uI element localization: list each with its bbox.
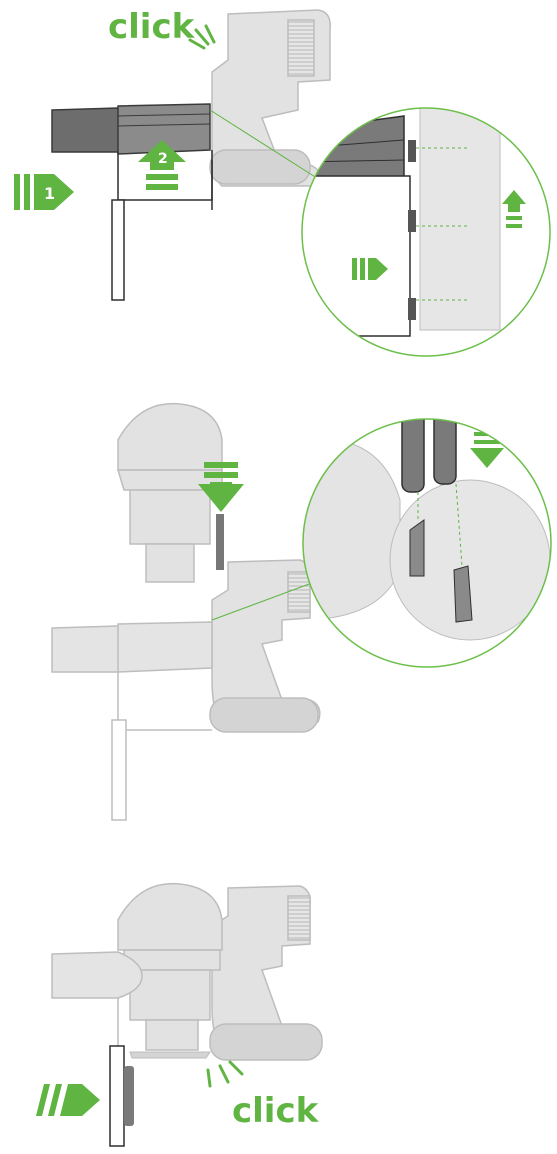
release-rod <box>216 514 224 570</box>
wand-2 <box>51 621 213 673</box>
step-badge-2: 2 <box>158 151 168 167</box>
bin-door-3 <box>109 998 211 1147</box>
handle-body-2 <box>209 559 321 733</box>
zoom-leader-2 <box>211 579 321 621</box>
arrow-right-1: 1 <box>14 174 74 210</box>
arrow-down <box>198 462 244 512</box>
handle-body <box>209 9 331 187</box>
zoom-leader-1 <box>209 109 321 181</box>
zoom-detail-2 <box>302 418 552 668</box>
handle-body-3 <box>209 885 323 1061</box>
arrow-up-2: 2 <box>138 140 186 190</box>
step-1: 2 1 click <box>14 7 551 357</box>
bin-outline-2 <box>111 672 212 821</box>
step-2 <box>51 402 552 821</box>
click-label-3: click <box>232 1091 320 1131</box>
arrow-right-3 <box>36 1084 100 1116</box>
wand-nozzle <box>51 103 211 155</box>
click-marks-bottom <box>206 1060 244 1088</box>
wand-3 <box>51 951 143 999</box>
bin-outline <box>111 150 213 301</box>
click-label-1: click <box>108 7 196 47</box>
zoom-detail-1 <box>301 107 551 357</box>
cyclone-unit-3 <box>117 882 223 1051</box>
step-badge-1: 1 <box>44 184 55 203</box>
click-marks-top <box>188 24 216 50</box>
step-3: click <box>36 882 323 1147</box>
